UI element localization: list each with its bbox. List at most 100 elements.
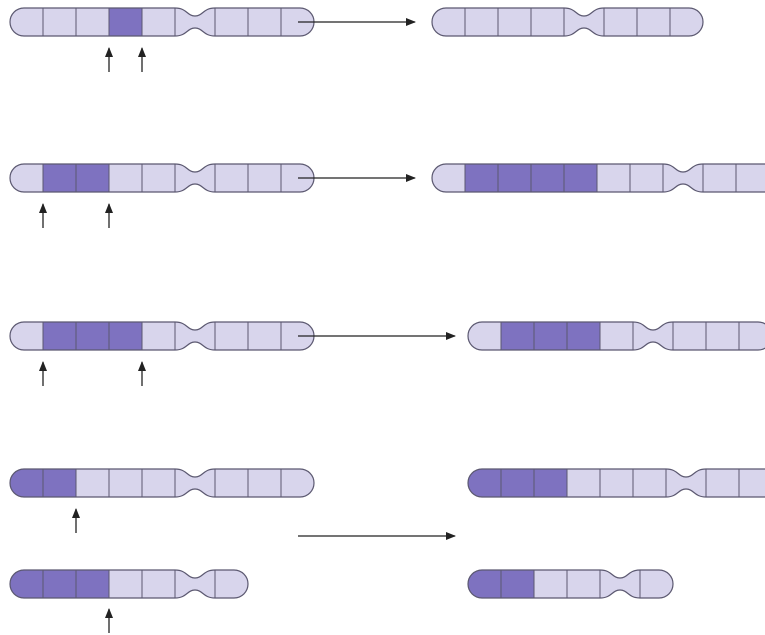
chromosome-band [248,469,282,497]
chromosome-band [142,570,176,598]
deletion-result-chromosome [431,7,704,37]
chromosome-band [564,164,598,192]
chromosome-band [670,8,703,36]
chromosome-band [43,570,77,598]
inversion-result-chromosome-outline [467,321,765,351]
chromosome-band [248,164,282,192]
inversion-original-chromosome-outline [9,321,315,351]
chromosome-band [10,570,44,598]
chromosome-band [739,322,765,350]
translocation-result-chromosome-a-outline [467,468,765,498]
inversion-result-chromosome [467,321,765,351]
chromosome-band [10,322,44,350]
chromosome-band [10,164,44,192]
chromosome-band [109,469,143,497]
chromosome-band [531,8,565,36]
chromosome-band [10,8,44,36]
translocation-original-chromosome-a-segments [10,469,314,497]
translocation-original-chromosome-b-outline [9,569,249,599]
chromosome-band [465,8,499,36]
translocation-original-chromosome-a [9,468,315,498]
chromosome-band [703,164,737,192]
chromosome-band [666,469,707,497]
chromosome-band [534,570,568,598]
chromosome-band [175,322,216,350]
chromosome-band [175,8,216,36]
chromosome-band [604,8,638,36]
chromosome-band [630,164,664,192]
chromosome-band [640,570,673,598]
chromosome-band [468,469,502,497]
duplication-result-chromosome [431,163,765,193]
duplication-original-chromosome-outline [9,163,315,193]
chromosome-band [142,322,176,350]
chromosome-band [567,322,601,350]
chromosome-band [531,164,565,192]
chromosome-band [465,164,499,192]
chromosome-band [673,322,707,350]
chromosome-band [43,164,77,192]
translocation-original-chromosome-b-segments [10,570,248,598]
duplication-result-chromosome-outline [431,163,765,193]
chromosome-band [142,8,176,36]
chromosome-band [564,8,605,36]
duplication-original-chromosome [9,163,315,193]
chromosome-band [43,8,77,36]
chromosome-band [597,164,631,192]
translocation-result-chromosome-a-segments [468,469,765,497]
inversion-original-chromosome [9,321,315,351]
chromosome-band [600,469,634,497]
chromosome-band [498,8,532,36]
chromosome-band [43,322,77,350]
translocation-original-chromosome-a-outline [9,468,315,498]
duplication-original-chromosome-segments [10,164,314,192]
chromosome-band [109,8,143,36]
chromosome-band [215,570,248,598]
chromosome-band [175,570,216,598]
chromosome-band [600,322,634,350]
chromosome-band [76,8,110,36]
chromosome-band [736,164,765,192]
chromosome-band [468,570,502,598]
chromosome-band [109,164,143,192]
chromosome-band [248,322,282,350]
translocation-result-chromosome-b-outline [467,569,674,599]
chromosome-band [706,322,740,350]
translocation-result-chromosome-b-segments [468,570,673,598]
chromosome-band [248,8,282,36]
deletion-original-chromosome [9,7,315,37]
chromosome-band [600,570,641,598]
deletion-result-chromosome-outline [431,7,704,37]
chromosome-band [432,8,466,36]
chromosome-band [76,469,110,497]
chromosome-band [663,164,704,192]
chromosome-band [432,164,466,192]
chromosome-band [534,322,568,350]
chromosome-band [633,322,674,350]
chromosome-band [109,322,143,350]
chromosome-band [281,469,314,497]
translocation-result-chromosome-b [467,569,674,599]
chromosome-band [534,469,568,497]
chromosome-band [633,469,667,497]
chromosome-band [215,469,249,497]
chromosome-band [739,469,765,497]
chromosome-band [567,570,601,598]
chromosome-band [76,164,110,192]
chromosome-band [501,322,535,350]
chromosome-band [468,322,502,350]
deletion-original-chromosome-outline [9,7,315,37]
chromosome-band [175,164,216,192]
inversion-original-chromosome-segments [10,322,314,350]
chromosome-band [76,570,110,598]
deletion-result-chromosome-segments [432,8,703,36]
chromosome-band [215,8,249,36]
chromosome-band [501,570,535,598]
chromosome-band [10,469,44,497]
chromosome-band [142,164,176,192]
inversion-result-chromosome-segments [468,322,765,350]
translocation-original-chromosome-b [9,569,249,599]
chromosome-band [109,570,143,598]
chromosome-band [501,469,535,497]
